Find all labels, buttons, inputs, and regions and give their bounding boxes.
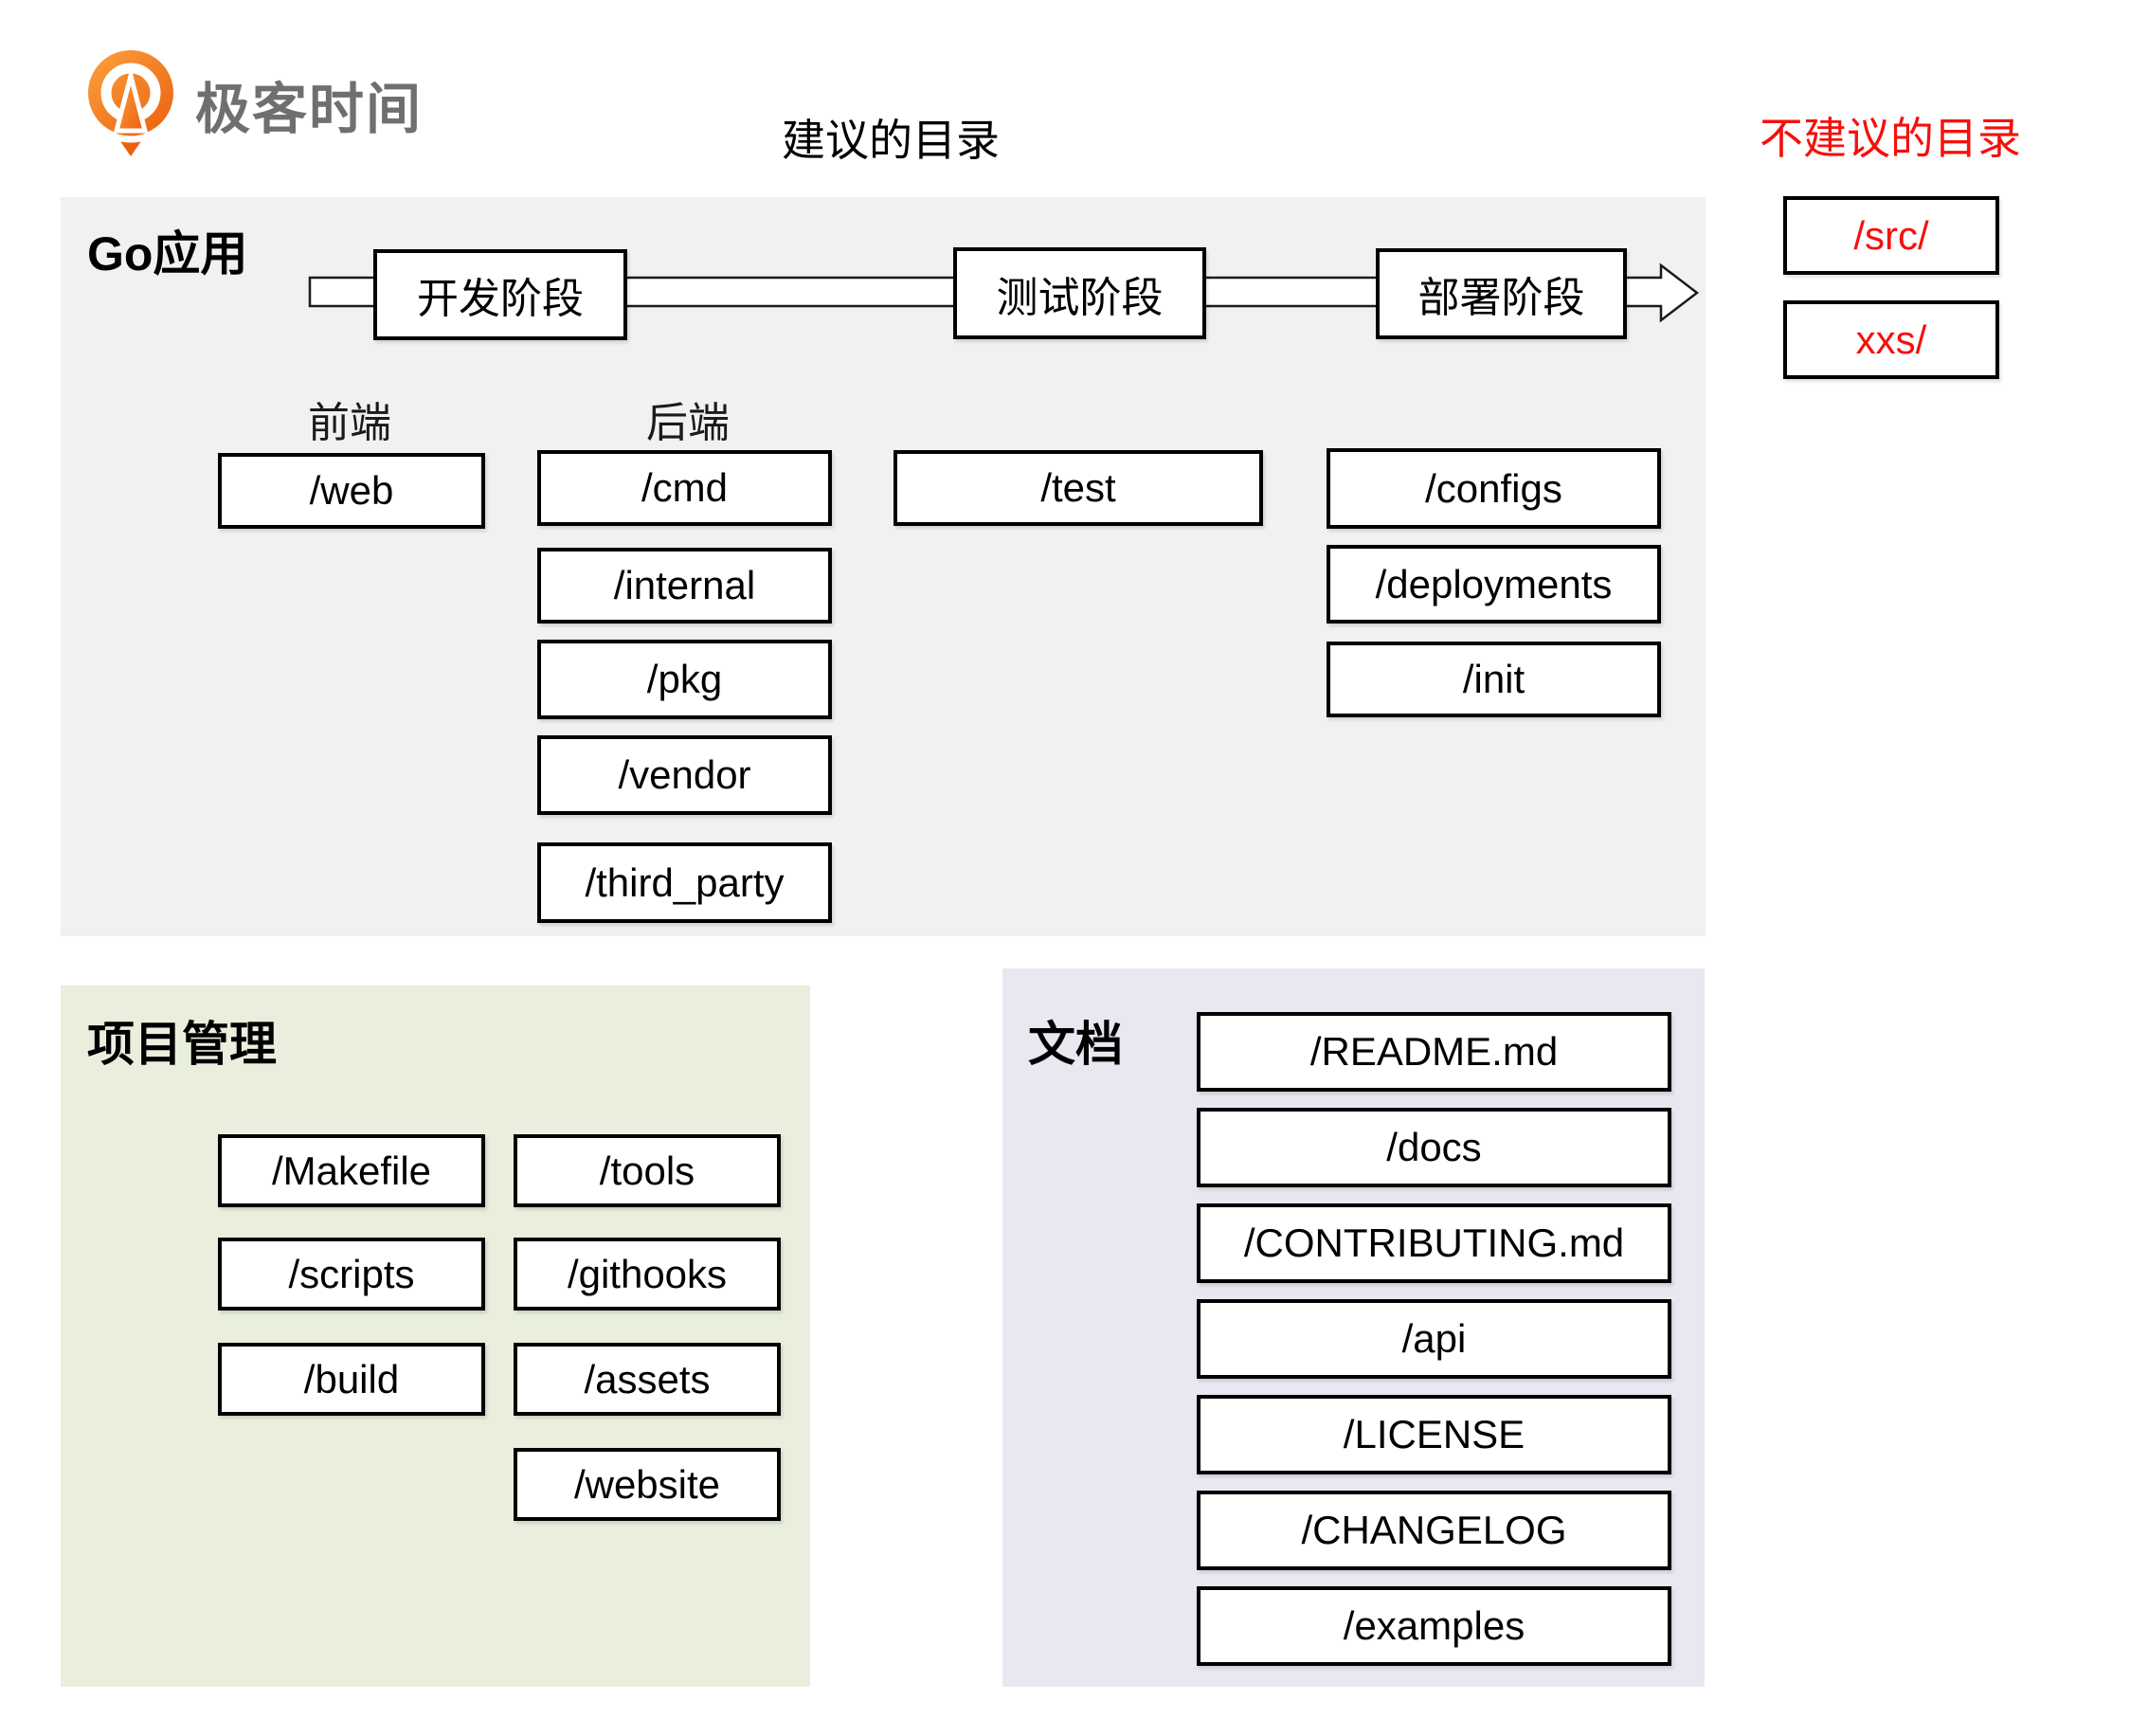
dir-box-githooks: /githooks xyxy=(514,1238,781,1311)
label-frontend: 前端 xyxy=(308,400,391,446)
title-not-recommended: 不建议的目录 xyxy=(1760,114,2021,163)
dir-box-tools: /tools xyxy=(514,1134,781,1207)
dir-box-build: /build xyxy=(218,1343,485,1416)
panel-docs-label: 文档 xyxy=(1028,1018,1123,1071)
dir-box-website: /website xyxy=(514,1448,781,1521)
panel-project-mgmt xyxy=(61,986,810,1687)
dir-box-readme: /README.md xyxy=(1197,1012,1671,1092)
dir-box-api: /api xyxy=(1197,1299,1671,1379)
dir-box-configs: /configs xyxy=(1327,448,1661,529)
dir-box-examples: /examples xyxy=(1197,1586,1671,1666)
dir-box-init: /init xyxy=(1327,642,1661,717)
dir-box-web: /web xyxy=(218,453,485,529)
dir-box-contributing: /CONTRIBUTING.md xyxy=(1197,1203,1671,1283)
stage-box-development: 开发阶段 xyxy=(373,249,627,340)
dir-box-vendor: /vendor xyxy=(537,735,832,815)
geektime-logo: 极客时间 xyxy=(83,49,423,158)
dir-box-pkg: /pkg xyxy=(537,640,832,719)
dir-box-src: /src/ xyxy=(1783,196,1999,275)
panel-go-app-label: Go应用 xyxy=(87,227,248,280)
dir-box-makefile: /Makefile xyxy=(218,1134,485,1207)
stage-box-testing: 测试阶段 xyxy=(953,247,1206,339)
title-recommended: 建议的目录 xyxy=(782,116,1000,165)
geektime-logo-icon xyxy=(83,49,178,156)
dir-box-xxs: xxs/ xyxy=(1783,300,1999,379)
dir-box-changelog: /CHANGELOG xyxy=(1197,1491,1671,1570)
dir-box-docs: /docs xyxy=(1197,1108,1671,1187)
dir-box-cmd: /cmd xyxy=(537,450,832,526)
dir-box-deployments: /deployments xyxy=(1327,545,1661,624)
geektime-logo-text: 极客时间 xyxy=(195,78,424,140)
dir-box-assets: /assets xyxy=(514,1343,781,1416)
stage-box-deployment: 部署阶段 xyxy=(1376,248,1627,339)
dir-box-scripts: /scripts xyxy=(218,1238,485,1311)
label-backend: 后端 xyxy=(646,400,730,446)
dir-box-internal: /internal xyxy=(537,548,832,624)
panel-project-mgmt-label: 项目管理 xyxy=(87,1018,277,1071)
dir-box-third-party: /third_party xyxy=(537,842,832,923)
dir-box-test: /test xyxy=(894,450,1263,526)
dir-box-license: /LICENSE xyxy=(1197,1395,1671,1474)
